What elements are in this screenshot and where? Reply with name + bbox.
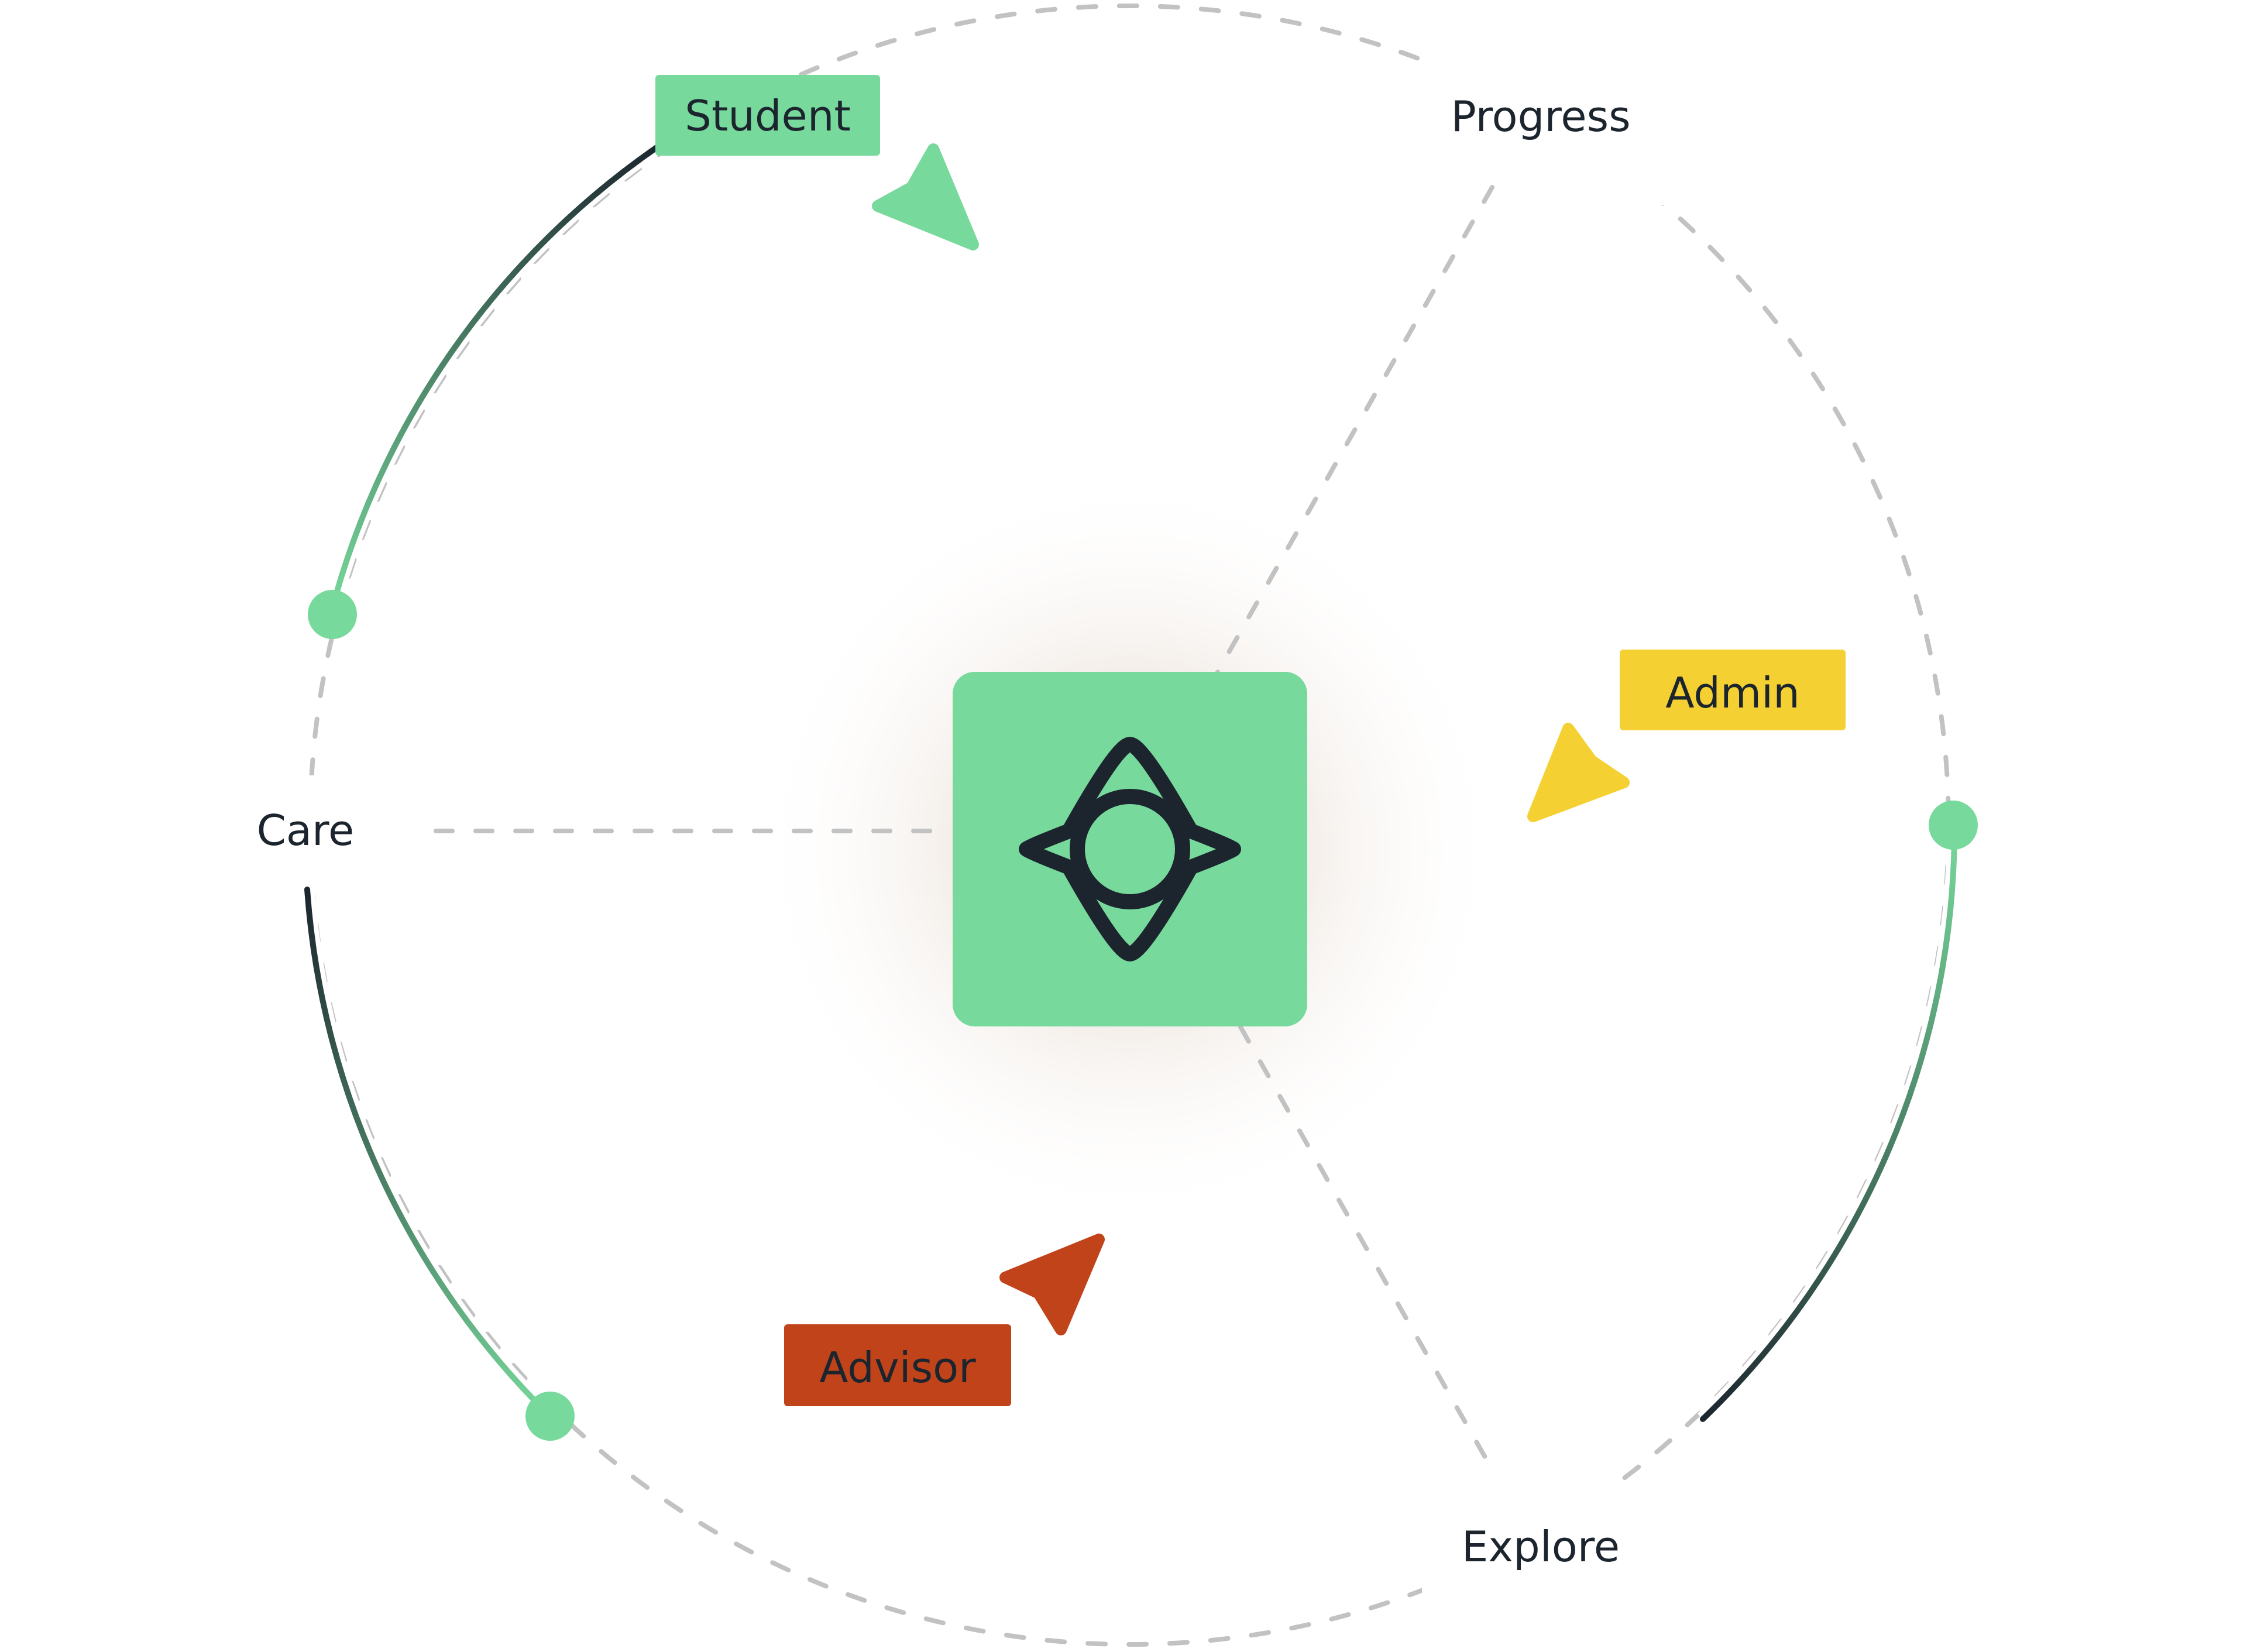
ring-gap-left-top <box>323 140 663 617</box>
role-tag-student <box>655 75 880 156</box>
segment-label-care: Care <box>257 806 355 855</box>
ring-gap-left-bottom <box>300 889 556 1422</box>
segment-label-explore: Explore <box>1462 1522 1620 1571</box>
four-point-star-ring-icon <box>1019 737 1241 961</box>
arc-endpoint-dot <box>1929 801 1978 850</box>
arrow-pointer-icon <box>999 1234 1105 1335</box>
spoke-explore <box>1238 1025 1497 1477</box>
arc-endpoint-dot <box>308 590 357 639</box>
role-admin: Admin <box>1527 650 1846 822</box>
role-student: Student <box>655 75 979 250</box>
arc-student <box>328 143 661 617</box>
spoke-progress <box>1215 185 1494 675</box>
role-label-advisor: Advisor <box>819 1343 976 1392</box>
role-label-student: Student <box>685 91 850 140</box>
arc-endpoint-dot <box>525 1392 575 1441</box>
ring-gap-progress <box>1428 47 1674 205</box>
ring-gap-right <box>1697 825 1963 1425</box>
ring-gap-explore <box>1422 1486 1691 1615</box>
role-advisor: Advisor <box>784 1234 1105 1406</box>
role-label-admin: Admin <box>1665 668 1799 717</box>
arc-advisor <box>304 887 553 1419</box>
ring-gap-care <box>234 775 386 892</box>
role-tag-admin <box>1620 650 1846 730</box>
segment-label-progress: Progress <box>1451 92 1630 141</box>
role-tag-advisor <box>784 1324 1011 1406</box>
arrow-pointer-icon <box>1527 723 1630 822</box>
arc-admin <box>1700 822 1958 1422</box>
arrow-pointer-icon <box>872 143 979 250</box>
center-tile <box>953 672 1307 1026</box>
